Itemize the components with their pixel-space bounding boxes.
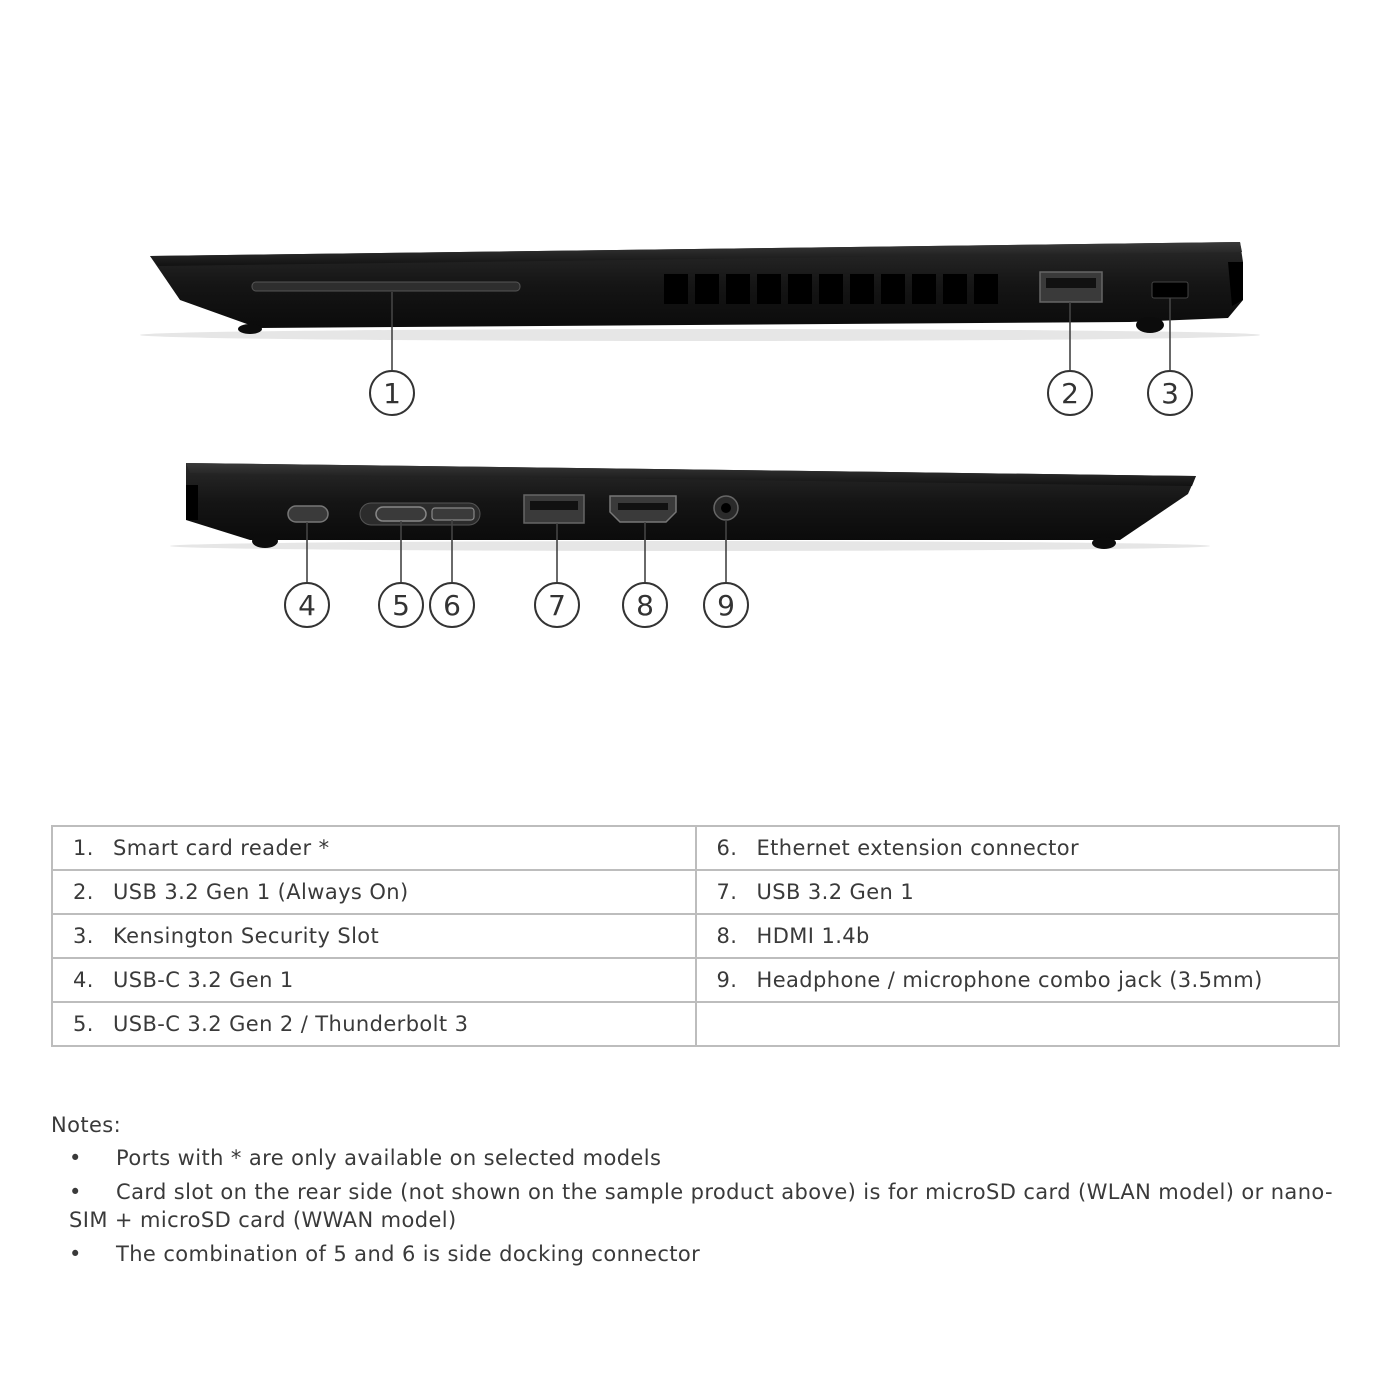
port-label: USB-C 3.2 Gen 1 xyxy=(113,968,294,992)
kensington-slot xyxy=(1151,281,1189,299)
port-number: 2. xyxy=(73,880,94,904)
port-label: USB-C 3.2 Gen 2 / Thunderbolt 3 xyxy=(113,1012,469,1036)
note-item: • The combination of 5 and 6 is side dock… xyxy=(51,1240,1351,1268)
callout-circle-8 xyxy=(622,582,668,628)
table-row: 3. Kensington Security Slot 8. HDMI 1.4b xyxy=(51,913,1340,959)
laptop-right-side xyxy=(140,242,1260,341)
table-row: 2. USB 3.2 Gen 1 (Always On) 7. USB 3.2 Ge… xyxy=(51,869,1340,915)
note-item: • Ports with * are only available on sele… xyxy=(51,1144,1351,1172)
port-number: 5. xyxy=(73,1012,94,1036)
callout-circle-6 xyxy=(429,582,475,628)
usb-a-port xyxy=(523,494,585,524)
port-label: HDMI 1.4b xyxy=(756,924,870,948)
port-cell: 1. Smart card reader * xyxy=(51,825,697,871)
port-number: 6. xyxy=(716,836,738,860)
port-label: USB 3.2 Gen 1 (Always On) xyxy=(113,880,409,904)
notes-section: Notes: • Ports with * are only available … xyxy=(51,1110,1351,1274)
port-cell: 2. USB 3.2 Gen 1 (Always On) xyxy=(51,869,697,915)
bullet: • xyxy=(69,1242,82,1266)
hdmi-port xyxy=(609,495,677,523)
laptop-ports-diagram: 1 2 3 4 5 6 7 8 9 xyxy=(140,242,1260,628)
port-cell: 8. HDMI 1.4b xyxy=(694,913,1340,959)
port-cell: 9. Headphone / microphone combo jack (3.5… xyxy=(694,957,1340,1003)
port-number: 7. xyxy=(716,880,738,904)
callout-circle-1 xyxy=(369,370,415,416)
port-label: Ethernet extension connector xyxy=(756,836,1080,860)
table-row: 4. USB-C 3.2 Gen 1 9. Headphone / micropho… xyxy=(51,957,1340,1003)
callout-circle-4 xyxy=(284,582,330,628)
table-row: 1. Smart card reader * 6. Ethernet extensi… xyxy=(51,825,1340,871)
thunderbolt-port xyxy=(359,502,481,526)
note-text: The combination of 5 and 6 is side docki… xyxy=(116,1242,701,1266)
empty-cell xyxy=(694,1001,1340,1047)
callout-circle-7 xyxy=(534,582,580,628)
port-label: USB 3.2 Gen 1 xyxy=(756,880,915,904)
smart-card-slot xyxy=(251,281,521,292)
callout-label-5: 5 xyxy=(392,589,410,622)
port-cell: 3. Kensington Security Slot xyxy=(51,913,697,959)
callout-label-4: 4 xyxy=(298,589,316,622)
port-number: 4. xyxy=(73,968,94,992)
port-number: 9. xyxy=(716,968,738,992)
callout-label-9: 9 xyxy=(717,589,735,622)
port-label: Smart card reader * xyxy=(113,836,330,860)
port-cell: 5. USB-C 3.2 Gen 2 / Thunderbolt 3 xyxy=(51,1001,697,1047)
port-cell: 7. USB 3.2 Gen 1 xyxy=(694,869,1340,915)
vent-grille xyxy=(664,274,998,304)
ports-table: 1. Smart card reader * 6. Ethernet extensi… xyxy=(51,825,1340,1047)
callout-label-7: 7 xyxy=(548,589,566,622)
callout-circle-3 xyxy=(1147,370,1193,416)
usb-a-port-always-on xyxy=(1039,271,1103,303)
callout-label-3: 3 xyxy=(1161,377,1179,410)
callout-label-8: 8 xyxy=(636,589,654,622)
port-label: Kensington Security Slot xyxy=(113,924,380,948)
port-label: Headphone / microphone combo jack (3.5mm… xyxy=(756,968,1263,992)
port-number: 8. xyxy=(716,924,738,948)
callout-circle-2 xyxy=(1047,370,1093,416)
port-cell: 6. Ethernet extension connector xyxy=(694,825,1340,871)
port-cell: 4. USB-C 3.2 Gen 1 xyxy=(51,957,697,1003)
note-text: Card slot on the rear side (not shown on… xyxy=(69,1180,1334,1232)
audio-jack xyxy=(713,495,739,521)
port-number: 3. xyxy=(73,924,94,948)
bullet: • xyxy=(69,1180,82,1204)
callout-label-2: 2 xyxy=(1061,377,1079,410)
callout-circle-5 xyxy=(378,582,424,628)
callout-label-1: 1 xyxy=(383,377,401,410)
notes-title: Notes: xyxy=(51,1113,122,1137)
table-row: 5. USB-C 3.2 Gen 2 / Thunderbolt 3 xyxy=(51,1001,1340,1047)
note-text: Ports with * are only available on selec… xyxy=(116,1146,662,1170)
callout-circle-9 xyxy=(703,582,749,628)
laptop-left-side xyxy=(170,463,1210,551)
usb-c-port xyxy=(287,505,329,523)
callout-lines xyxy=(306,292,1171,582)
note-item: •Card slot on the rear side (not shown o… xyxy=(51,1178,1351,1234)
callout-label-6: 6 xyxy=(443,589,461,622)
bullet: • xyxy=(69,1146,82,1170)
port-number: 1. xyxy=(73,836,94,860)
